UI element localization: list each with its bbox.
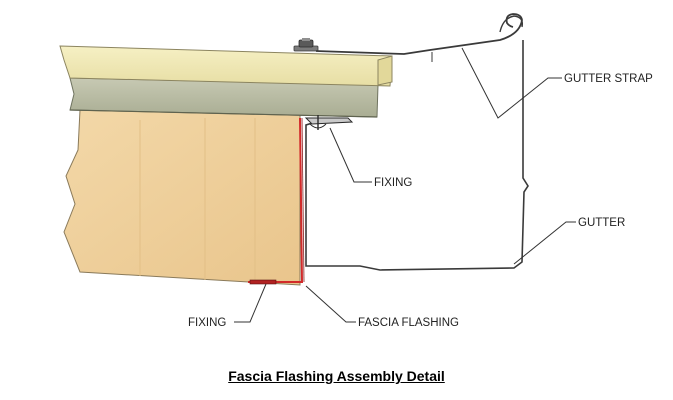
upper-fixing-clip: [304, 115, 354, 130]
fascia-flashing-shadow: [301, 117, 305, 283]
label-gutter-strap: GUTTER STRAP: [564, 73, 653, 85]
label-fixing-upper: FIXING: [374, 177, 412, 189]
gutter-strap-hook: [499, 15, 524, 33]
support-beam-edge: [69, 109, 378, 118]
roof-panel: [59, 45, 393, 87]
gutter-body: [305, 40, 529, 271]
leader-gutter-strap: [461, 47, 562, 119]
timber-fascia-block: [63, 109, 301, 286]
gutter-strap: [315, 13, 523, 55]
label-fascia-flashing: FASCIA FLASHING: [358, 317, 459, 329]
roof-panel-edge: [377, 55, 393, 86]
label-fixing-lower: FIXING: [188, 317, 226, 329]
leader-fixing-upper: [329, 127, 372, 183]
leader-gutter: [513, 221, 576, 265]
roof-fastener: [293, 38, 319, 52]
lower-fixing: [249, 279, 277, 285]
diagram-caption: Fascia Flashing Assembly Detail: [228, 368, 445, 384]
leader-fascia-flashing: [305, 285, 356, 323]
label-gutter: GUTTER: [578, 217, 625, 229]
leader-fixing-lower: [234, 283, 267, 323]
